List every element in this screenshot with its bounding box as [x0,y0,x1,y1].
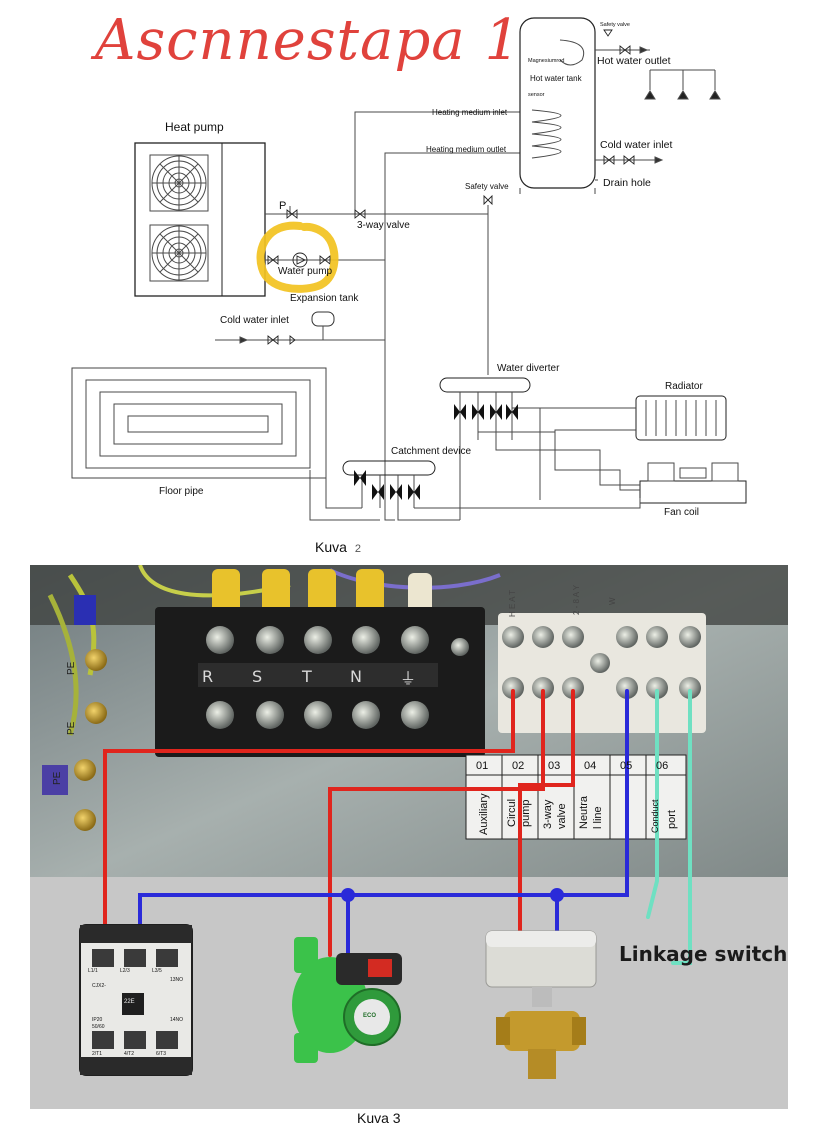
contactor-text: 13NO [170,977,184,983]
hot-water-tank [519,17,596,189]
heat-pump-label: Heat pump [165,120,224,134]
circulation-pump [292,937,402,1063]
floor-pipe-label: Floor pipe [159,486,204,497]
contactor-text: L1/1 [88,968,98,974]
linkage-switch-label: Linkage switch [619,942,788,966]
cold-water-inlet-right-label: Cold water inlet [600,139,673,151]
table-label-l-line: l line [592,806,604,829]
wire-tag: 2 - 8 A Y [572,584,581,615]
contactor [79,924,193,1076]
contactor-text: 4/T2 [124,1051,135,1057]
red-wire [328,689,545,957]
caption-number: 2 [354,543,361,555]
fan-icon [149,154,209,212]
table-number: 02 [512,760,525,772]
wire-tag: H E A T [508,590,517,617]
terminal-label-r: R [202,667,214,686]
red-wire [103,689,515,939]
figure-3-caption: Kuva 3 [357,1110,401,1126]
expansion-tank-label: Expansion tank [290,293,359,304]
teal-wire [671,689,692,965]
caption-kuva: Kuva [315,539,347,555]
terminal-screws [206,626,469,729]
three-way-valve-label: 3-way valve [357,220,410,231]
radiator [635,395,727,441]
fan-coil [639,480,747,504]
contactor-text: IP20 [92,1017,103,1023]
contactor-text: 2/T1 [92,1051,103,1057]
hot-water-tank-label: Hot water tank [530,74,582,83]
safety-valve-mid-label: Safety valve [465,182,509,191]
table-number: 06 [656,760,669,772]
table-label-3-way: 3-way [542,799,554,829]
sensor-label: sensor [528,92,545,98]
contactor-text: 50/60 [92,1024,105,1030]
heating-schematic [71,17,747,521]
water-pump-highlight [256,221,339,293]
table-label-valve: valve [556,803,568,829]
teal-wire [646,689,659,919]
wiring-photo: R S T N ⏚ PE PE PE H E A T 2 - 8 A Y W 0… [30,565,788,1109]
pressure-gauge-label: P [279,200,287,212]
contactor-text: 14NO [170,1017,184,1023]
contactor-text: L3/5 [152,968,162,974]
figure-2-caption: Kuva 2 [315,539,361,555]
water-diverter-label: Water diverter [497,363,560,374]
fan-coil-label: Fan coil [664,507,700,518]
zone-valve [485,930,597,1079]
control-terminal-block [498,613,706,733]
table-label-conduct: Conduct [650,799,660,833]
fan-icon [149,224,209,282]
earth-icon: ⏚ [400,669,417,688]
table-number: 01 [476,760,489,772]
radiator-label: Radiator [665,381,703,392]
floor-pipe [71,367,327,479]
pe-tag: PE [66,661,77,675]
terminal-label-t: T [302,667,312,686]
heating-medium-outlet-label: Heating medium outlet [426,145,507,154]
magnesium-rod-label: Magnesiumrod [528,58,565,64]
heating-medium-inlet-label: Heating medium inlet [432,108,508,117]
pump-icon [292,252,308,268]
blue-wire [138,689,629,939]
wire-tag: W [608,597,617,605]
pump-brand: ECO [363,1013,377,1019]
table-label-neutra: Neutra [578,795,590,829]
wiring-illustration [30,565,788,1109]
terminal-label-n: N [350,667,362,686]
contactor-text: CJX2- [92,983,106,989]
contactor-text: 6/T3 [156,1051,167,1057]
pe-tag: PE [52,771,63,785]
drain-hole-label: Drain hole [603,177,651,189]
table-label-pump: pump [520,799,532,827]
table-number: 05 [620,760,633,772]
heat-pump-unit [134,142,266,297]
table-label-auxiliary: Auxiliary [478,793,490,835]
table-label-circul: Circul [506,798,518,827]
pe-tag: PE [66,721,77,735]
safety-valve-top-label: Safety valve [600,22,630,28]
heating-coil [531,39,585,159]
red-wire [518,689,575,937]
hot-water-outlet-label: Hot water outlet [597,55,671,67]
contactor-text: 22E [124,999,135,1005]
catchment-device [342,460,436,476]
handwritten-title: Ascnnestapa 1 [95,8,522,73]
water-pump-label: Water pump [278,266,333,277]
contactor-text: L2/3 [120,968,130,974]
table-number: 04 [584,760,597,772]
catchment-device-label: Catchment device [391,446,472,457]
table-number: 03 [548,760,561,772]
terminal-label-s: S [252,667,263,686]
cold-water-inlet-left-label: Cold water inlet [220,315,289,326]
table-label-port: port [666,810,678,829]
function-table [465,754,687,840]
water-diverter [439,377,531,393]
